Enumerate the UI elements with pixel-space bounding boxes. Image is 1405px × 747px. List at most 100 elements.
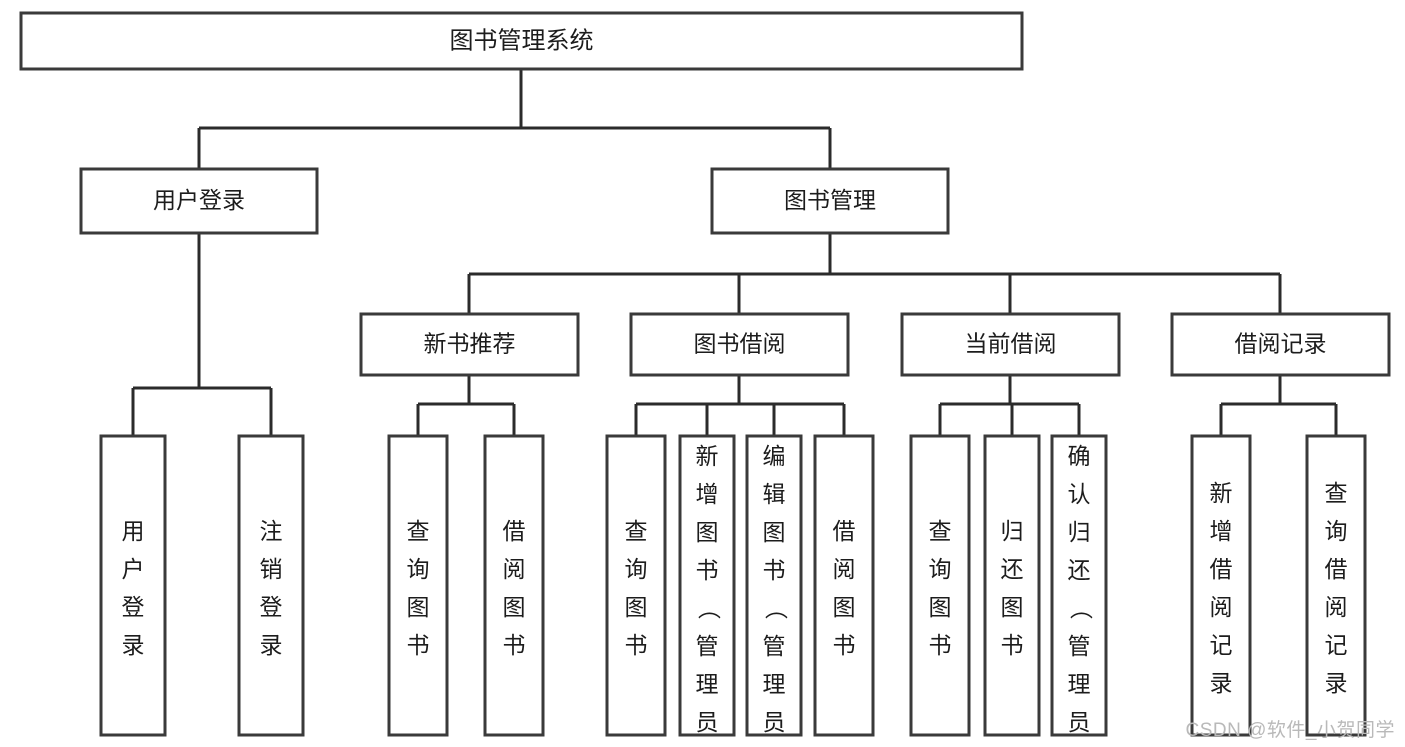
leaf-label-char: 还 xyxy=(1001,556,1024,582)
leaf-label-char: 书 xyxy=(625,632,648,658)
leaf-label-char: 录 xyxy=(260,632,283,658)
leaf-leaf-user-login[interactable]: 用户登录 xyxy=(99,434,167,737)
connector-bookmgmt-to-level3 xyxy=(462,233,1287,324)
leaf-label-char: 增 xyxy=(696,481,719,507)
node-book-management[interactable]: 图书管理 xyxy=(710,167,950,235)
nodes-layer: 图书管理系统用户登录图书管理新书推荐图书借阅当前借阅借阅记录用户登录注销登录查询… xyxy=(19,11,1391,747)
leaf-label-char: 查 xyxy=(625,518,648,544)
leaf-label-char: 户 xyxy=(122,556,145,582)
leaf-label-char: 员 xyxy=(763,709,786,735)
connector-userlogin-to-leaves xyxy=(126,233,278,446)
leaf-label-char: 用 xyxy=(122,518,145,544)
node-current-borrow[interactable]: 当前借阅 xyxy=(900,312,1121,377)
node-root[interactable]: 图书管理系统 xyxy=(19,11,1024,71)
leaf-label-char: 登 xyxy=(122,594,145,620)
leaf-label-char: 书 xyxy=(833,632,856,658)
leaf-label-char: 注 xyxy=(260,518,283,544)
leaf-label-char: 图 xyxy=(696,519,719,545)
connectors-layer xyxy=(126,69,1343,446)
leaf-label-char: 图 xyxy=(625,594,648,620)
leaf-label-char: 借 xyxy=(1325,556,1348,582)
leaf-label-char: 询 xyxy=(1325,518,1348,544)
connector-root-to-level2 xyxy=(192,69,837,179)
leaf-label-char: 登 xyxy=(260,594,283,620)
leaf-label-char: 员 xyxy=(696,709,719,735)
leaf-label-char: 还 xyxy=(1068,557,1091,583)
leaf-label-char: 新 xyxy=(696,443,719,469)
leaf-label-char: （ xyxy=(696,597,722,620)
node-label: 当前借阅 xyxy=(965,331,1057,357)
node-book-borrow[interactable]: 图书借阅 xyxy=(629,312,850,377)
leaf-label-char: 销 xyxy=(260,556,283,582)
leaf-label-char: 记 xyxy=(1210,632,1233,658)
leaf-label-char: 图 xyxy=(763,519,786,545)
leaf-label-char: 借 xyxy=(503,518,526,544)
node-new-book-recommend[interactable]: 新书推荐 xyxy=(359,312,580,377)
leaf-label-char: 录 xyxy=(1210,670,1233,696)
leaf-label-char: 图 xyxy=(1001,594,1024,620)
node-user-login[interactable]: 用户登录 xyxy=(79,167,319,235)
leaf-label-char: 书 xyxy=(1001,632,1024,658)
node-label: 用户登录 xyxy=(153,187,245,213)
leaf-label-char: 询 xyxy=(929,556,952,582)
leaf-label-char: 编 xyxy=(763,443,786,469)
node-label: 图书管理 xyxy=(784,187,876,213)
connector-currentborrow-to-leaves xyxy=(933,375,1086,446)
leaf-label-char: 增 xyxy=(1210,518,1233,544)
node-borrow-records[interactable]: 借阅记录 xyxy=(1170,312,1391,377)
leaf-label-char: 书 xyxy=(503,632,526,658)
leaf-label-char: 管 xyxy=(696,633,719,659)
leaf-label-char: 新 xyxy=(1210,480,1233,506)
leaf-label-char: 归 xyxy=(1001,518,1024,544)
leaf-label-char: 理 xyxy=(763,671,786,697)
leaf-label-char: 阅 xyxy=(503,556,526,582)
leaf-label-char: 员 xyxy=(1068,709,1091,735)
leaf-label-char: 询 xyxy=(407,556,430,582)
leaf-label-char: 阅 xyxy=(833,556,856,582)
leaf-label-char: 书 xyxy=(763,557,786,583)
leaf-label-char: 记 xyxy=(1325,632,1348,658)
leaf-label-char: 阅 xyxy=(1210,594,1233,620)
csdn-watermark: CSDN @软件_小贺同学 xyxy=(1185,720,1395,741)
leaf-label-char: 理 xyxy=(696,671,719,697)
leaf-label-char: （ xyxy=(763,597,789,620)
leaf-label-char: 图 xyxy=(929,594,952,620)
leaf-label-char: 图 xyxy=(407,594,430,620)
leaf-label-char: 借 xyxy=(1210,556,1233,582)
leaf-label-char: 图 xyxy=(503,594,526,620)
leaf-label-char: 管 xyxy=(763,633,786,659)
node-label: 图书借阅 xyxy=(694,331,786,357)
leaf-label-char: 查 xyxy=(1325,480,1348,506)
leaf-label-char: 辑 xyxy=(763,481,786,507)
leaf-label-char: 认 xyxy=(1068,481,1091,507)
leaf-label-char: 归 xyxy=(1068,519,1091,545)
connector-borrowrecords-to-leaves xyxy=(1214,375,1343,446)
leaf-label-char: 理 xyxy=(1068,671,1091,697)
leaf-label-char: 管 xyxy=(1068,633,1091,659)
leaf-label-char: 确 xyxy=(1068,443,1091,469)
connector-newbook-to-leaves xyxy=(411,375,521,446)
leaf-label-char: 书 xyxy=(696,557,719,583)
node-label: 新书推荐 xyxy=(424,331,516,357)
leaf-label-char: 书 xyxy=(929,632,952,658)
node-label: 借阅记录 xyxy=(1235,331,1327,357)
connector-bookborrow-to-leaves xyxy=(629,375,851,446)
leaf-label-char: 书 xyxy=(407,632,430,658)
leaf-label-char: 图 xyxy=(833,594,856,620)
leaf-label-char: 查 xyxy=(407,518,430,544)
leaf-label-char: 询 xyxy=(625,556,648,582)
